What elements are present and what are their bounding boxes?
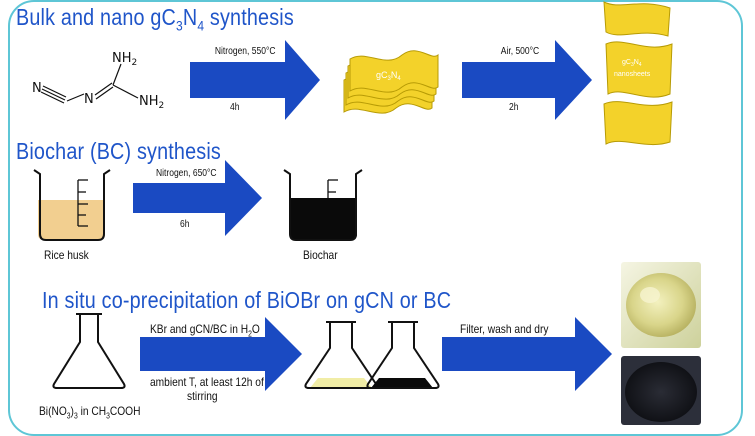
photo-black-powder [621,356,701,425]
coprecip-condition-label: KBr and gCN/BC in H2O [150,322,260,339]
bulk-gcn-sheet-stack [343,50,439,114]
heading-biochar-synthesis: Biochar (BC) synthesis [16,138,221,164]
nitrile-nitrogen: N [32,81,42,96]
photo-yellow-powder [621,262,701,348]
bismuth-nitrate-label: Bi(NO3)3 in CH3COOH [39,404,141,421]
biochar-time-label: 6h [180,219,190,230]
heading-gcn-synthesis: Bulk and nano gC3N4 synthesis [16,4,294,34]
filter-condition-label: Filter, wash and dry [460,322,549,336]
imine-nitrogen: N [84,92,94,107]
nano-condition-label: Air, 500°C [500,46,540,57]
rice-husk-label: Rice husk [44,248,89,262]
bulk-time-label: 4h [230,102,240,113]
biochar-beaker [283,169,363,241]
nano-gcn-label-line1: gC3N4 [622,59,642,68]
amine-top: NH2 [112,51,137,68]
diagram-graphics: N N NH2 NH2 gC3N4 gC3N4 nanosheets [32,1,701,425]
bulk-gcn-label: gC3N4 [376,70,401,82]
rice-husk-beaker [33,169,111,241]
arrow-nano-gcn [462,40,592,120]
nano-gcn-label-line2: nanosheets [614,71,651,78]
coprecip-note-line2: stirring [187,389,218,403]
bulk-condition-label: Nitrogen, 550°C [214,46,276,57]
arrow-filter [442,317,612,391]
dicyandiamide-molecule: N N NH2 NH2 [32,51,164,111]
flask-biochar-mixture [366,321,440,389]
nano-gcn-sheets [603,1,673,146]
amine-bottom: NH2 [139,94,164,111]
biochar-condition-label: Nitrogen, 650°C [156,168,217,179]
coprecip-note-line1: ambient T, at least 12h of [150,375,264,389]
arrow-coprecip [140,317,302,391]
flask-bismuth-nitrate [52,313,126,389]
arrow-bulk-gcn [190,40,320,120]
nano-time-label: 2h [509,102,519,113]
flask-gcn-mixture [304,321,378,389]
biochar-label: Biochar [303,248,338,262]
heading-coprecipitation: In situ co-precipitation of BiOBr on gCN… [42,287,452,313]
arrow-biochar [133,160,262,236]
